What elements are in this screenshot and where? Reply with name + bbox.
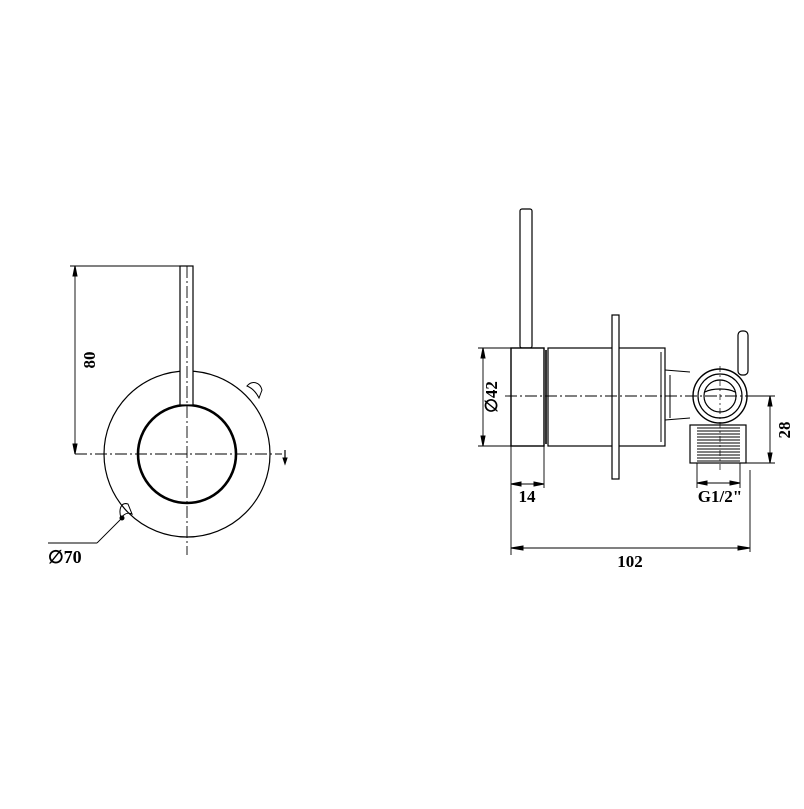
- valve-body-outline: [547, 347, 666, 447]
- dim-80-label: 80: [80, 352, 99, 369]
- thread-label: G1/2": [698, 487, 742, 506]
- lever-outline: [179, 265, 194, 406]
- dim-80-arrow-top-icon: [72, 265, 78, 277]
- dim-70-leader-dot: [119, 515, 125, 521]
- section-arrow-icon: [282, 457, 288, 466]
- dim-102-label: 102: [617, 552, 643, 571]
- thread-dim-arrow-right-icon: [729, 480, 741, 486]
- side-view: [478, 208, 775, 555]
- side-lever-outline: [519, 208, 533, 349]
- dim-28-arrow-top-icon: [767, 395, 773, 407]
- dim-102-arrow-left-icon: [510, 545, 524, 551]
- inlet-stop-lever: [737, 330, 749, 376]
- dim-28-arrow-bottom-icon: [767, 452, 773, 464]
- screw-lug-bottom-left: [119, 503, 133, 520]
- dim-28-label: 28: [775, 422, 794, 439]
- dim-102-arrow-right-icon: [737, 545, 751, 551]
- mounting-flange: [611, 314, 620, 480]
- dim-70-leader: [96, 517, 123, 544]
- dim-14-arrow-right-icon: [533, 481, 545, 487]
- dim-42-arrow-bottom-icon: [480, 435, 486, 447]
- thread-dim-arrow-left-icon: [696, 480, 708, 486]
- handle-cap-outline: [510, 347, 545, 447]
- front-view: [48, 265, 288, 555]
- dim-42-arrow-top-icon: [480, 347, 486, 359]
- body-neck: [664, 369, 691, 421]
- dim-70-label: ∅70: [48, 547, 82, 567]
- dim-80-arrow-bottom-icon: [72, 443, 78, 455]
- screw-lug-top-right: [246, 382, 263, 400]
- thread-hatch: [697, 427, 740, 462]
- dim-14-arrow-left-icon: [510, 481, 522, 487]
- dim-14-label: 14: [519, 487, 537, 506]
- dim-42-label: ∅42: [482, 381, 501, 413]
